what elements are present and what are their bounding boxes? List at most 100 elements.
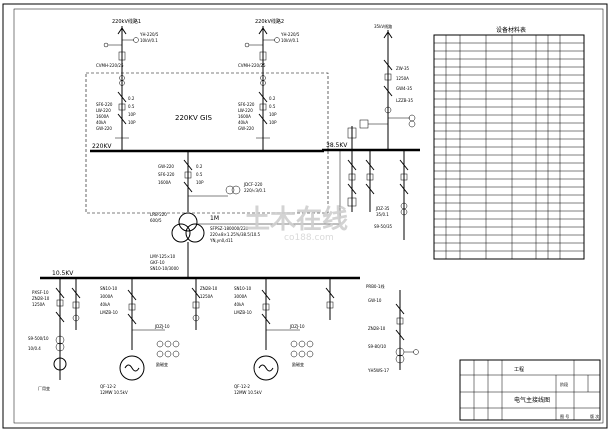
svg-text:1600A: 1600A (238, 114, 251, 119)
watermark-sub: co188.com (284, 233, 334, 243)
svg-text:10P: 10P (128, 112, 136, 117)
svg-text:1600A: 1600A (96, 114, 109, 119)
svg-text:LMY-125×10: LMY-125×10 (150, 254, 176, 259)
svg-text:220±8×1.25%/38.5/10.5: 220±8×1.25%/38.5/10.5 (210, 232, 261, 237)
feeder-left: 220kV线路1 YH-220/5 10kV/0.1 CVMH-220/25 S… (96, 18, 159, 150)
svg-text:GW4-35: GW4-35 (396, 86, 413, 91)
svg-text:CVMH-220/25: CVMH-220/25 (238, 63, 266, 68)
transformer-bay: GW-220 SF6-220 1600A 0.2 0.5 10P JDCF-22… (158, 151, 266, 212)
svg-text:QF-12-2: QF-12-2 (234, 384, 250, 389)
main-transformer: 1M SFPSZ-180000/220 220±8×1.25%/38.5/10.… (150, 150, 341, 262)
feeder-35kv-2: JDZ-35 35/0.1 S9-50/35 (347, 126, 409, 240)
svg-text:0.2: 0.2 (128, 96, 135, 101)
svg-text:CVMH-220/25: CVMH-220/25 (96, 63, 124, 68)
table-title: 设备材料表 (496, 26, 526, 34)
svg-text:S9-500/10: S9-500/10 (28, 336, 49, 341)
watermark-text: 土木在线 (244, 205, 348, 235)
svg-text:PXSF-10: PXSF-10 (32, 290, 49, 295)
rev-label: 版 次 (590, 413, 599, 419)
inner-frame (13, 8, 604, 424)
svg-text:40kA: 40kA (96, 120, 106, 125)
feeder-right-label: 220kV线路2 (255, 18, 284, 25)
svg-text:0.5: 0.5 (196, 172, 203, 177)
svg-text:SN10-10: SN10-10 (234, 286, 252, 291)
svg-text:YN,yn0,d11: YN,yn0,d11 (209, 238, 234, 243)
svg-text:35kV线路: 35kV线路 (374, 23, 392, 29)
svg-text:ZN28-10: ZN28-10 (368, 326, 386, 331)
svg-text:LMZB-10: LMZB-10 (100, 310, 118, 315)
svg-text:JDZJ-10: JDZJ-10 (154, 324, 170, 329)
svg-text:1600A: 1600A (158, 180, 171, 185)
svg-text:LW-220: LW-220 (238, 108, 253, 113)
svg-text:SF6-220: SF6-220 (96, 102, 113, 107)
svg-text:SFPSZ-180000/220: SFPSZ-180000/220 (210, 226, 249, 231)
svg-text:10P: 10P (269, 112, 277, 117)
svg-text:1250A: 1250A (200, 294, 213, 299)
svg-text:LZZB-35: LZZB-35 (396, 98, 413, 103)
generator-2 (253, 355, 279, 381)
feeder-left-label: 220kV线路1 (112, 18, 141, 25)
svg-text:ZW-35: ZW-35 (396, 66, 410, 71)
svg-text:GW-220: GW-220 (96, 126, 112, 131)
svg-text:YH-220/5: YH-220/5 (280, 32, 300, 37)
svg-text:10P: 10P (269, 120, 277, 125)
svg-text:SF6-220: SF6-220 (158, 172, 175, 177)
bus-35-label: 38.5KV (326, 142, 348, 149)
svg-text:35/0.1: 35/0.1 (376, 212, 389, 217)
equipment-table: 设备材料表 (433, 26, 585, 260)
svg-text:厂用变: 厂用变 (38, 385, 50, 391)
svg-text:3000A: 3000A (100, 294, 113, 299)
svg-text:GW-10: GW-10 (368, 298, 382, 303)
title-block: 工程 阶段 电气主接线图 图 号 版 次 (459, 359, 601, 421)
svg-text:JDCF-220: JDCF-220 (243, 182, 263, 187)
svg-text:GKF-10: GKF-10 (150, 260, 165, 265)
svg-text:LMZB-10: LMZB-10 (234, 310, 252, 315)
svg-text:1250A: 1250A (396, 76, 409, 81)
title-drawing: 电气主接线图 (514, 396, 550, 404)
title-company: 工程 (514, 366, 524, 373)
svg-text:0.5: 0.5 (128, 104, 135, 109)
svg-text:12MW 10.5kV: 12MW 10.5kV (100, 390, 128, 395)
svg-text:220/√3/0.1: 220/√3/0.1 (244, 188, 266, 193)
bus-10-label: 10.5KV (52, 270, 74, 277)
svg-text:S9-50/35: S9-50/35 (374, 224, 393, 229)
generator-1 (119, 355, 145, 381)
svg-text:SF6-220: SF6-220 (238, 102, 255, 107)
svg-text:0.2: 0.2 (269, 96, 276, 101)
svg-text:10P: 10P (196, 180, 204, 185)
svg-text:40kA: 40kA (234, 302, 244, 307)
drawing-border (2, 3, 608, 429)
svg-text:10kV/0.1: 10kV/0.1 (140, 38, 158, 43)
svg-text:GW-220: GW-220 (238, 126, 254, 131)
svg-text:励磁变: 励磁变 (156, 361, 168, 367)
svg-text:3000A: 3000A (234, 294, 247, 299)
svg-text:LRB-220: LRB-220 (150, 212, 167, 217)
transformer-label: 1M (210, 215, 219, 222)
svg-text:JDZJ-10: JDZJ-10 (289, 324, 305, 329)
feeder-35kv: 35kV线路 ZW-35 1250A GW4-35 LZZB-35 (359, 23, 416, 150)
watermark: 土木在线 co188.com (244, 205, 348, 243)
stage-label: 阶段 (560, 381, 568, 387)
svg-text:12MW 10.5kV: 12MW 10.5kV (234, 390, 262, 395)
svg-text:励磁变: 励磁变 (292, 361, 304, 367)
svg-text:1250A: 1250A (32, 302, 45, 307)
svg-text:QF-12-2: QF-12-2 (100, 384, 116, 389)
gis-boundary (85, 72, 329, 214)
feeder-10kv-group: PXSF-10 ZN28-10 1250A S9-500/10 10/0.4 厂… (28, 278, 335, 395)
svg-text:0.5: 0.5 (269, 104, 276, 109)
svg-text:10P: 10P (128, 120, 136, 125)
svg-text:YH-220/5: YH-220/5 (139, 32, 159, 37)
svg-text:ZN28-10: ZN28-10 (32, 296, 50, 301)
gis-label: 220KV GIS (175, 114, 212, 122)
svg-text:10/0.4: 10/0.4 (28, 346, 41, 351)
svg-text:0.2: 0.2 (196, 164, 203, 169)
svg-text:LW-220: LW-220 (96, 108, 111, 113)
svg-text:40kA: 40kA (238, 120, 248, 125)
aux-feeder: PRB0-1线 GW-10 ZN28-10 S9-80/10 YH5WS-17 (366, 283, 419, 373)
bus-220-label: 220KV (92, 143, 112, 150)
svg-text:YH5WS-17: YH5WS-17 (367, 368, 389, 373)
svg-text:10kV/0.1: 10kV/0.1 (281, 38, 299, 43)
sheet-label: 图 号 (560, 413, 569, 419)
